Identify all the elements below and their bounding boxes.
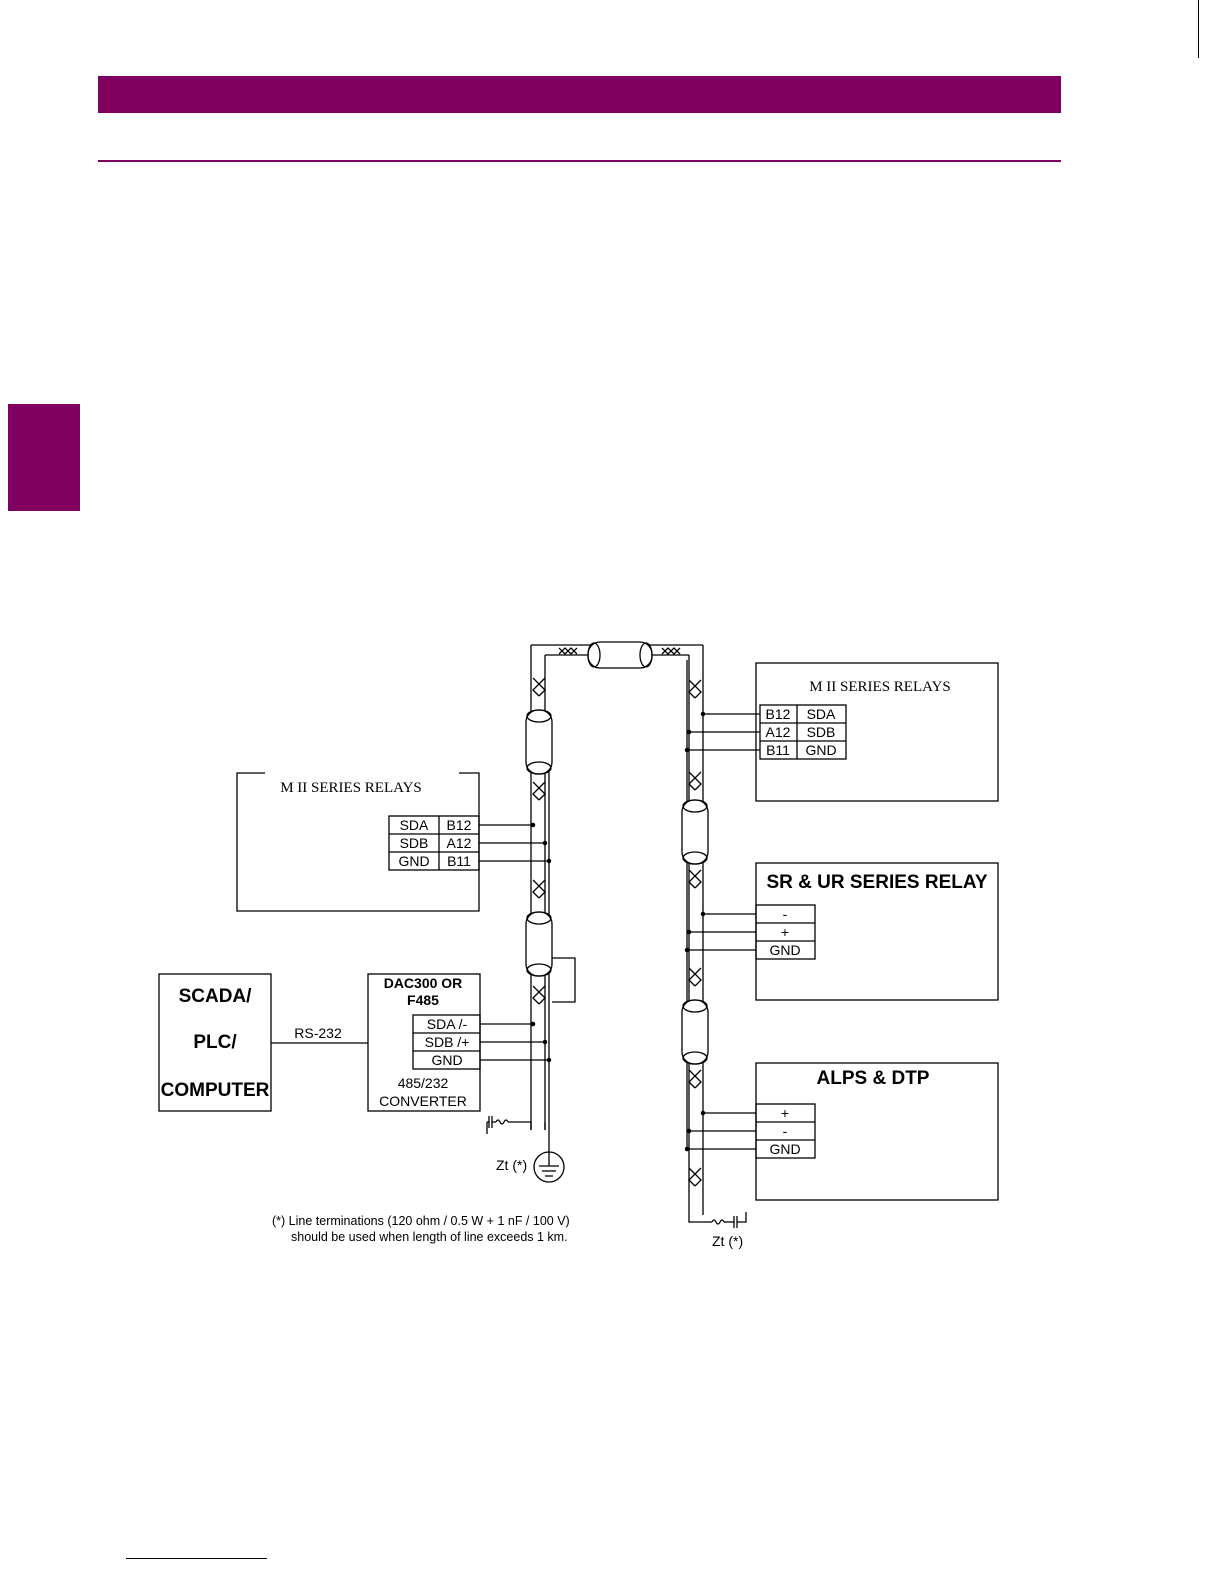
footnote-line-1: (*) Line terminations (120 ohm / 0.5 W +… <box>272 1214 570 1228</box>
footnote-line-2: should be used when length of line excee… <box>291 1230 568 1244</box>
right-relay-signal-3: GND <box>805 742 836 758</box>
alps-terminal-1: + <box>781 1105 789 1121</box>
right-relay-signal-2: SDB <box>807 724 836 740</box>
footnote: (*) Line terminations (120 ohm / 0.5 W +… <box>272 1214 570 1244</box>
right-mii-relay-box: M II SERIES RELAYS B12 SDA A12 SDB B11 G… <box>684 662 999 802</box>
header-rule <box>98 160 1061 162</box>
sr-ur-terminal-3: GND <box>769 942 800 958</box>
right-relay-pin-2: A12 <box>766 724 791 740</box>
converter-box: DAC300 OR F485 SDA /- SDB /+ GND 485/232… <box>367 973 552 1112</box>
converter-footer-1: 485/232 <box>398 1075 449 1091</box>
right-termination-label: Zt (*) <box>712 1233 743 1249</box>
scada-line-2: PLC/ <box>193 1032 237 1053</box>
left-termination: Zt (*) <box>486 1116 565 1183</box>
converter-terminal-1: SDA /- <box>427 1016 468 1032</box>
sr-ur-relay-box: SR & UR SERIES RELAY - + GND <box>684 862 999 1001</box>
right-relay-pin-3: B11 <box>766 742 790 758</box>
alps-dtp-box: ALPS & DTP + - GND <box>684 1062 999 1201</box>
cable-routing <box>525 641 709 1215</box>
converter-terminal-2: SDB /+ <box>425 1034 470 1050</box>
rs232-link: RS-232 <box>271 1025 368 1044</box>
right-relay-pin-1: B12 <box>766 706 791 722</box>
rs232-label: RS-232 <box>294 1025 342 1041</box>
sr-ur-relay-title: SR & UR SERIES RELAY <box>766 872 987 893</box>
footer-link-rule <box>126 1558 267 1559</box>
chapter-side-tab <box>8 404 80 511</box>
converter-title-2: F485 <box>407 992 439 1008</box>
left-relay-pin-1: B12 <box>447 817 472 833</box>
converter-title-1: DAC300 OR <box>384 975 463 991</box>
right-termination: Zt (*) <box>688 1205 747 1249</box>
left-mii-relay-box: M II SERIES RELAYS SDA B12 SDB A12 GND B… <box>236 772 552 912</box>
left-relay-pin-3: B11 <box>447 853 471 869</box>
sr-ur-terminal-1: - <box>783 906 788 922</box>
left-relay-pin-2: A12 <box>447 835 472 851</box>
converter-terminal-3: GND <box>431 1052 462 1068</box>
page-edge-rule <box>1198 0 1199 58</box>
left-relay-signal-1: SDA <box>400 817 429 833</box>
alps-dtp-title: ALPS & DTP <box>817 1068 930 1089</box>
scada-line-1: SCADA/ <box>179 986 253 1007</box>
left-relay-signal-3: GND <box>398 853 429 869</box>
section-header-bar <box>98 76 1061 113</box>
alps-terminal-2: - <box>783 1123 788 1139</box>
left-termination-label: Zt (*) <box>496 1157 527 1173</box>
sr-ur-terminal-2: + <box>781 924 789 940</box>
converter-footer-2: CONVERTER <box>379 1093 467 1109</box>
right-relay-signal-1: SDA <box>807 706 836 722</box>
left-relay-title: M II SERIES RELAYS <box>280 780 422 796</box>
scada-box: SCADA/ PLC/ COMPUTER <box>158 973 272 1112</box>
scada-line-3: COMPUTER <box>161 1080 270 1101</box>
alps-terminal-3: GND <box>769 1141 800 1157</box>
right-relay-title: M II SERIES RELAYS <box>809 679 951 695</box>
left-relay-signal-2: SDB <box>400 835 429 851</box>
